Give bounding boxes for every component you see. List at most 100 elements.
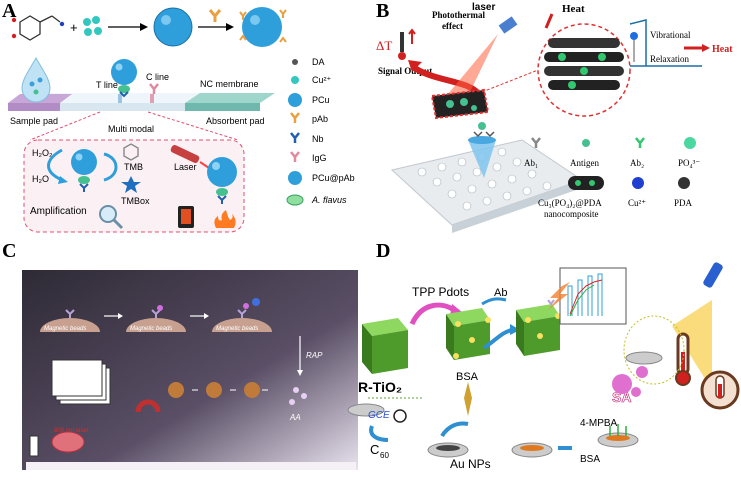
tmb-label: TMB: [124, 162, 143, 172]
legend-a-2: PCu: [312, 95, 330, 105]
panel-c-label: C: [2, 240, 17, 262]
bsa-label: BSA: [456, 371, 479, 383]
tube-icon: [29, 435, 39, 457]
heat-label: Heat: [562, 3, 585, 15]
panel-c-graphic: Magnetic beads Magnetic beads Magnetic b…: [22, 270, 358, 470]
cu-ion-icon: [83, 16, 102, 36]
t-line-label: T line: [96, 80, 118, 90]
legend-a-1: Cu²⁺: [312, 75, 332, 85]
legend-a-3: pAb: [312, 114, 328, 124]
panel-a-graphic: +: [8, 7, 355, 233]
legend-b-3: PO₄³⁻: [678, 158, 700, 168]
bead-label-1: Magnetic beads: [44, 326, 86, 332]
signal-output-label: Signal Output: [378, 66, 432, 76]
vibrational-label: Vibrational: [650, 30, 691, 40]
pdots-cube-icon: [446, 308, 491, 360]
c-line-igg-icon: [149, 83, 159, 94]
panel-b-legend: Ab₁ Antigen Ab₂ PO₄³⁻ Cu₃(PO₄)₂@PDA nano…: [524, 137, 700, 219]
legend-b-pda: PDA: [674, 198, 693, 208]
bead-label-3: Magnetic beads: [216, 326, 258, 332]
thermometer-icon-2: [700, 370, 740, 410]
c60-icon: [393, 409, 407, 423]
electrode-2-icon: [427, 442, 469, 458]
laser-label: Laser: [174, 162, 197, 172]
rap-label: RAP: [306, 351, 323, 360]
sa-label: SA: [612, 389, 631, 405]
t-line-complex-icon: [111, 59, 137, 98]
flashlight-icon: [703, 262, 723, 288]
tio2-cube-icon: [362, 318, 408, 374]
h2o-label: H₂O: [32, 174, 49, 184]
photothermal-complex-icon: [207, 157, 237, 204]
legend-a-4: Nb: [312, 134, 324, 144]
bacteria-icon: [612, 366, 648, 397]
c-line-label: C line: [146, 72, 169, 82]
legend-a-0: DA: [312, 57, 325, 67]
bsa2-label: BSA: [580, 454, 600, 465]
mpba-molecules-icon: [609, 424, 627, 436]
panel-b: B ΔT Photothermal effect Signal Output l…: [372, 0, 741, 238]
pda-layers-icon: [544, 38, 624, 90]
legend-b-cu: Cu²⁺: [628, 198, 646, 208]
r-tio2-label: R-TiO₂: [358, 379, 402, 395]
well-plate-icon: [390, 139, 584, 233]
magnet-icon: [135, 399, 161, 413]
electrode-5-icon: [625, 351, 663, 365]
light-beam: [672, 300, 712, 390]
droplet-icon: [21, 56, 51, 103]
relaxation-label: Relaxation: [650, 54, 689, 64]
panel-a-label: A: [2, 0, 17, 22]
legend-b-0: Ab₁: [524, 158, 538, 168]
panel-c-legend-strip: [26, 462, 356, 470]
tmbox-label: TMBox: [121, 196, 150, 206]
delta-t-label: ΔT: [376, 38, 392, 53]
panel-b-graphic: ΔT Photothermal effect Signal Output las…: [376, 2, 733, 233]
absorbent-pad-label: Absorbent pad: [206, 116, 265, 126]
legend-b-nanocomposite-2: nanocomposite: [544, 209, 599, 219]
legend-a-7: A. flavus: [311, 195, 347, 205]
photothermal-label: Photothermal: [432, 10, 485, 20]
laser-beam-icon: [448, 16, 518, 96]
svg-text:+: +: [70, 20, 78, 35]
magnetic-bead-3-icon: [212, 318, 272, 332]
legend-a-5: IgG: [312, 153, 327, 163]
c60-sub-label: 60: [380, 451, 389, 460]
magnifier-icon: [99, 205, 124, 230]
ecl-chart-icon: [559, 267, 627, 325]
gce-label: GCE: [368, 410, 390, 421]
au-np-tip-icon: [464, 382, 472, 416]
aa-molecule-icon: [289, 387, 307, 405]
fire-icon: [214, 210, 236, 228]
tumor-icon: [51, 431, 85, 453]
au-nps-label: Au NPs: [450, 457, 491, 471]
h2o2-label: H₂O₂: [32, 148, 53, 158]
legend-b-2: Ab₂: [630, 158, 644, 168]
electrode-3-icon: [511, 442, 553, 458]
aa-label: AA: [289, 413, 301, 422]
amplification-label: Amplification: [30, 206, 87, 217]
pcu-sphere-icon: [153, 7, 193, 47]
tpp-pdots-label: TPP Pdots: [412, 285, 469, 299]
bead-label-2: Magnetic beads: [130, 326, 172, 332]
panel-c: C Magnetic beads Magnetic beads Magnetic…: [0, 240, 370, 477]
thermometer-icon-1: [675, 332, 691, 386]
laser-label-b: laser: [472, 2, 495, 13]
panel-b-label: B: [376, 0, 390, 22]
nanocomposite-block-icon: [430, 88, 490, 120]
mpba-label: 4-MPBA: [580, 418, 618, 429]
panel-d-graphic: R-TiO₂ TPP Pdots BSA Ab: [347, 262, 740, 471]
c60-label: C: [370, 442, 379, 457]
pcu-pab-sphere-icon: [239, 7, 287, 47]
pab-antibody-icon: [208, 9, 222, 22]
thermometer-icon: [398, 28, 416, 60]
well-probe-icon: [468, 122, 496, 178]
legend-b-1: Antigen: [570, 158, 599, 168]
nc-membrane-label: NC membrane: [200, 79, 259, 89]
instrument-stack-icon: [51, 359, 111, 405]
nir-label: 808 nm laser: [54, 428, 90, 434]
legend-a-6: PCu@pAb: [312, 173, 355, 183]
panel-a-legend: DA Cu²⁺ PCu pAb Nb IgG PCu@pAb A. flavus: [286, 57, 355, 206]
multi-modal-label: Multi modal: [108, 124, 154, 134]
sample-pad-label: Sample pad: [10, 116, 58, 126]
legend-b-nanocomposite-1: Cu₃(PO₄)₂@PDA: [538, 198, 602, 208]
